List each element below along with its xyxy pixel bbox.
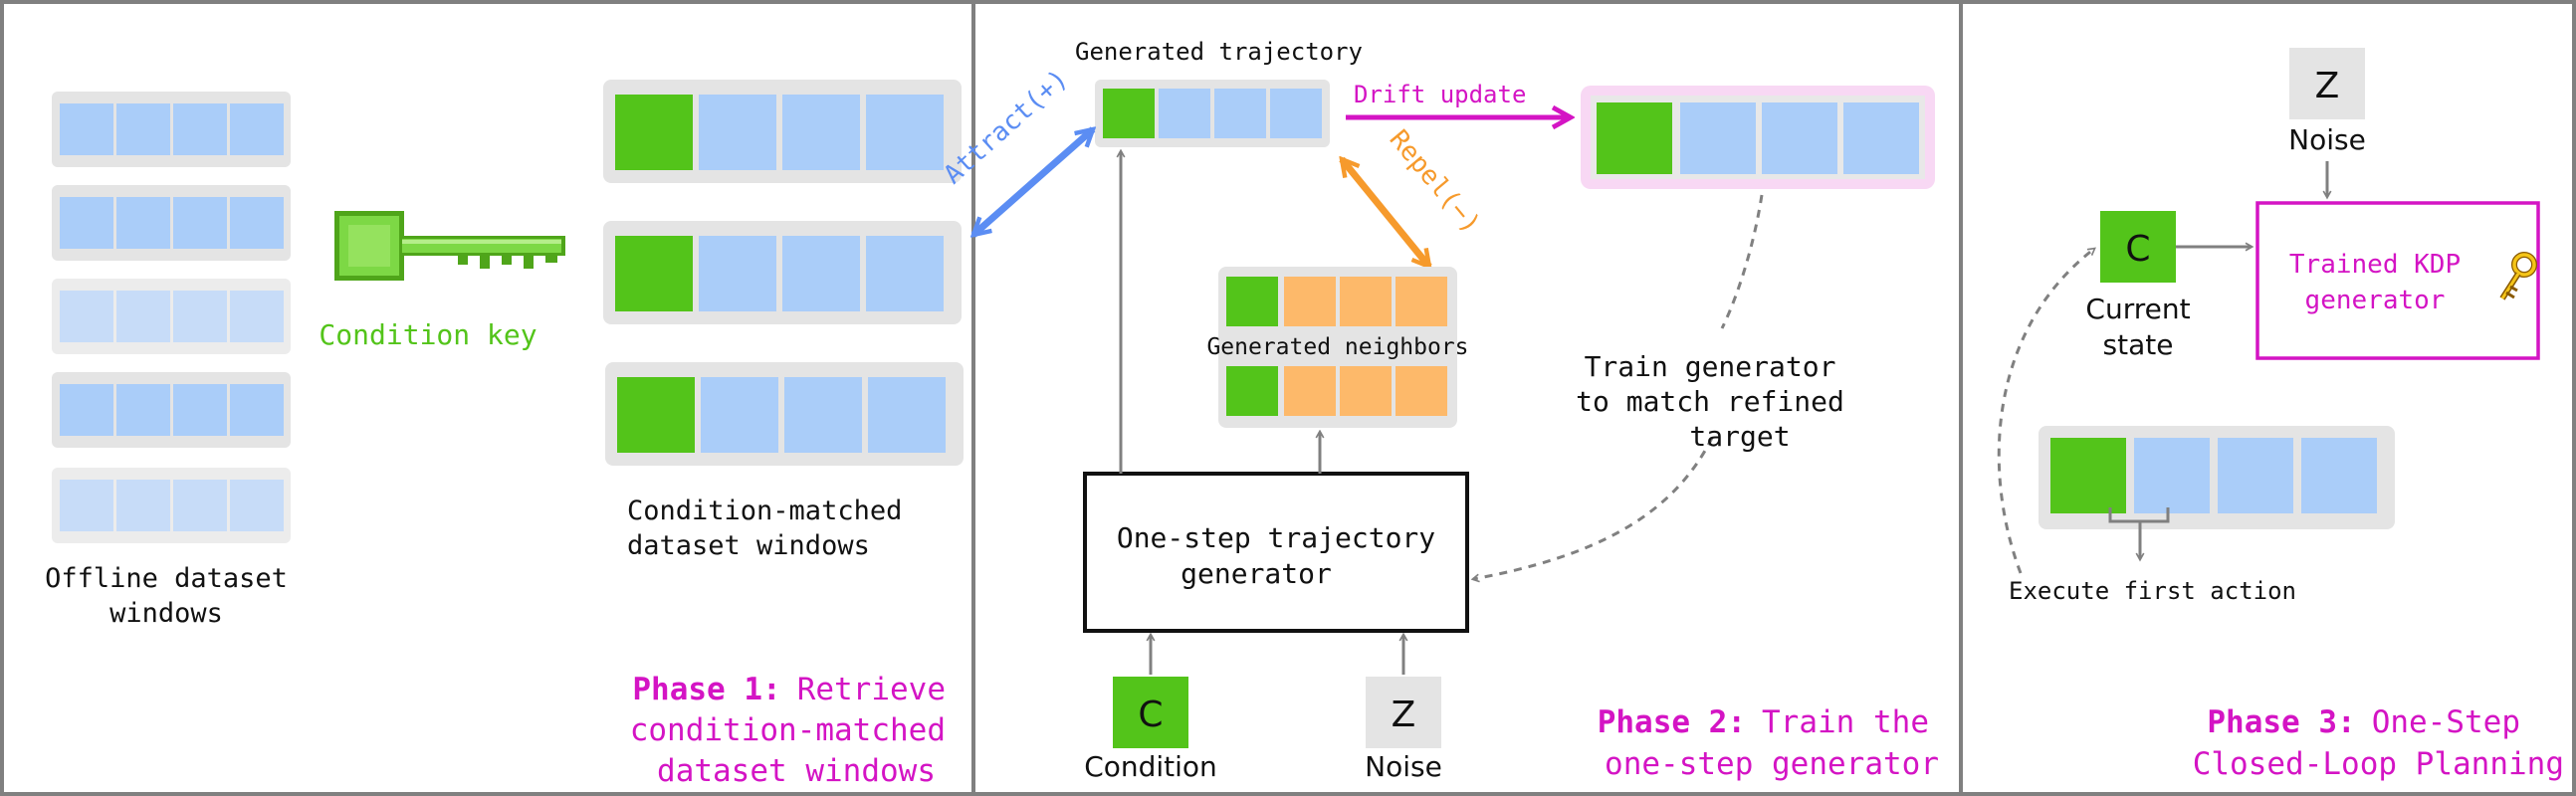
phase2-title-line2: one-step generator: [1605, 746, 1939, 782]
generator-label-line1: One-step trajectory: [1117, 521, 1435, 554]
matched-label-line2: dataset windows: [627, 530, 870, 561]
p3-noise-label: Noise: [2288, 123, 2366, 156]
repel-arrow: [1342, 159, 1429, 267]
offline-label-line1: Offline dataset: [45, 563, 288, 594]
p3-current-label-line1: Current: [2085, 293, 2190, 325]
phase2-title-line1: Phase 2: Train the: [1598, 704, 1929, 740]
attract-arrow: [973, 129, 1093, 235]
offline-window: [52, 468, 291, 543]
p3-noise-box: [2289, 48, 2365, 119]
matched-window: [603, 221, 962, 324]
p3-current-label-line2: state: [2103, 328, 2174, 361]
phase3-title-bold: Phase 3:: [2207, 704, 2355, 740]
generator-label-line2: generator: [1181, 557, 1332, 590]
condition-key-label: Condition key: [319, 318, 537, 351]
p3-current-state-letter: C: [2125, 229, 2150, 270]
phase1-title-line1: Phase 1: Retrieve: [632, 672, 946, 707]
p3-trained-label-line2: generator: [2305, 286, 2446, 315]
key-icon: [334, 211, 565, 281]
condition-box: [1113, 677, 1188, 748]
matched-label-line1: Condition-matched: [627, 496, 902, 526]
phase3-title-line2: Closed-Loop Planning: [2193, 746, 2564, 782]
offline-window: [52, 279, 291, 354]
p3-trained-generator-box: [2255, 201, 2540, 360]
generated-trajectory-label: Generated trajectory: [1075, 38, 1363, 66]
noise-box: [1366, 677, 1441, 748]
condition-letter: C: [1138, 695, 1163, 735]
phase1-offline-windows: [52, 92, 291, 543]
offline-window: [52, 372, 291, 448]
phase2-title-bold: Phase 2:: [1598, 704, 1746, 740]
p3-plan-window: [2039, 426, 2395, 529]
train-label-line3: target: [1689, 420, 1790, 453]
p3-noise-letter: Z: [2315, 66, 2340, 106]
repel-label: Repel(−): [1384, 124, 1486, 239]
train-label-line2: to match refined: [1576, 385, 1844, 418]
p3-current-state-box: [2100, 211, 2176, 283]
matched-window: [605, 362, 964, 466]
p3-closed-loop-dashed-arrow: [1997, 249, 2094, 574]
generated-neighbors: [1218, 267, 1457, 428]
phase2-title-rest: Train the: [1762, 704, 1929, 740]
phase1-title-rest: Retrieve: [797, 672, 946, 707]
generated-trajectory: [1095, 80, 1330, 147]
offline-window: [52, 92, 291, 167]
noise-label: Noise: [1365, 750, 1442, 783]
phase3-title-line1: Phase 3: One-Step: [2207, 704, 2520, 740]
condition-label: Condition: [1084, 750, 1217, 783]
p3-execute-label: Execute first action: [2009, 577, 2296, 605]
golden-key-icon: [2499, 252, 2537, 300]
offline-window: [52, 185, 291, 261]
matched-window: [603, 80, 962, 183]
p3-trained-label-line1: Trained KDP: [2289, 250, 2461, 280]
noise-letter: Z: [1392, 695, 1416, 735]
train-dashed-arrow: [1473, 194, 1764, 579]
offline-label-line2: windows: [109, 598, 223, 629]
drift-update-label: Drift update: [1354, 81, 1526, 108]
phase1-title-line3: dataset windows: [657, 753, 936, 789]
refined-target: [1581, 86, 1935, 189]
one-step-generator-box: [1083, 472, 1469, 633]
phase1-title-bold: Phase 1:: [632, 672, 780, 707]
phase1-title-line2: condition-matched: [630, 712, 946, 748]
phase3-title-rest: One-Step: [2372, 704, 2520, 740]
train-label-line1: Train generator: [1585, 350, 1836, 383]
generated-neighbors-label: Generated neighbors: [1206, 334, 1468, 360]
